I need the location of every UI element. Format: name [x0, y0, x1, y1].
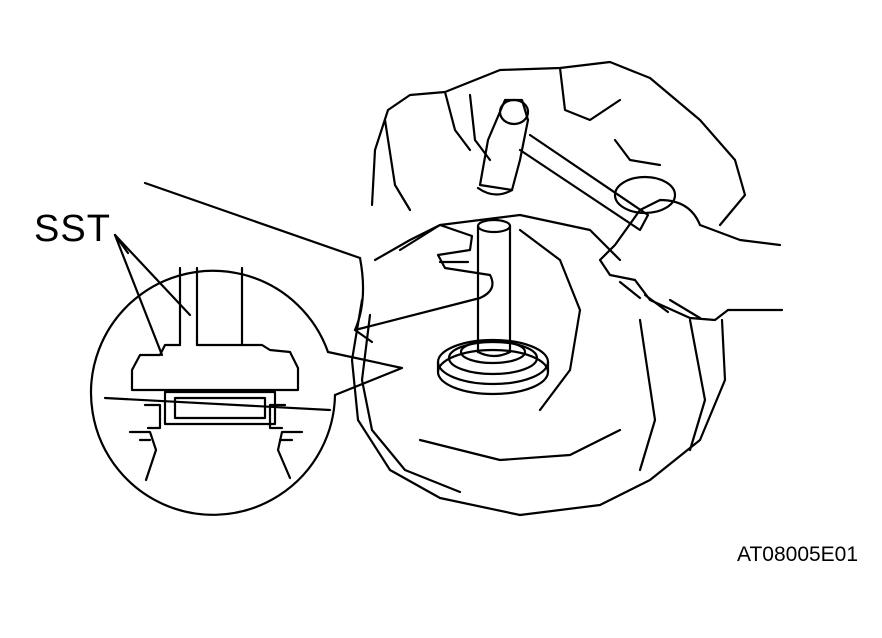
figure-code: AT08005E01: [737, 543, 859, 566]
left-hand: [145, 183, 492, 342]
sst-driver-rod: [478, 220, 510, 356]
sst-label: SST: [34, 208, 111, 250]
right-hand: [600, 200, 782, 320]
hammer: [478, 100, 648, 230]
sst-leader-lines: [115, 235, 190, 355]
detail-seal-housing: [130, 392, 302, 480]
bearing-seal: [438, 340, 548, 394]
detail-magnifier: [91, 271, 402, 515]
transaxle-case: [352, 62, 745, 515]
